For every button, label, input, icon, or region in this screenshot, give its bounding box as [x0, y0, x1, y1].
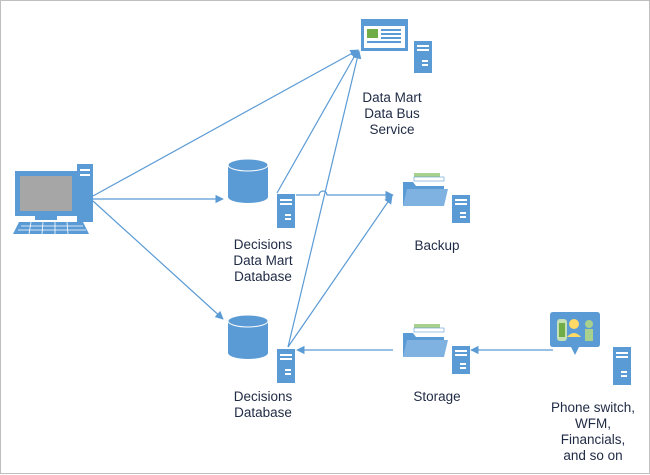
- data-bus-service-label: Data Mart Data Bus Service: [362, 90, 422, 137]
- database-icon: [227, 158, 269, 203]
- edge-decisions-db-to-backup: [287, 195, 393, 348]
- server-icon: [452, 195, 470, 223]
- datamart-database-label: Decisions Data Mart Database: [233, 237, 293, 284]
- server-icon: [277, 194, 295, 228]
- decisions-database-label: Decisions Database: [233, 389, 293, 420]
- edge-decisions-db-to-bus-service: [287, 50, 362, 348]
- storage-label: Storage: [413, 389, 461, 404]
- backup-label: Backup: [414, 238, 460, 253]
- server-icon: [452, 346, 470, 374]
- database-icon: [227, 314, 269, 359]
- folder-icon: [403, 324, 448, 357]
- call-center-icon: [550, 312, 600, 355]
- edge-workstation-to-bus-service: [92, 49, 359, 197]
- edge-datamart-db-to-bus-service: [276, 49, 359, 194]
- desktop-computer-icon: [13, 164, 93, 235]
- server-icon: [277, 349, 295, 383]
- server-icon: [613, 347, 631, 385]
- folder-icon: [403, 173, 448, 206]
- external-systems-label: Phone switch, WFM, Financials, and so on: [550, 400, 636, 463]
- connectors: [92, 49, 553, 355]
- web-server-icon: [361, 19, 432, 73]
- edge-workstation-to-decisions-db: [92, 200, 224, 320]
- edge-datamart-db-to-backup: [296, 190, 394, 200]
